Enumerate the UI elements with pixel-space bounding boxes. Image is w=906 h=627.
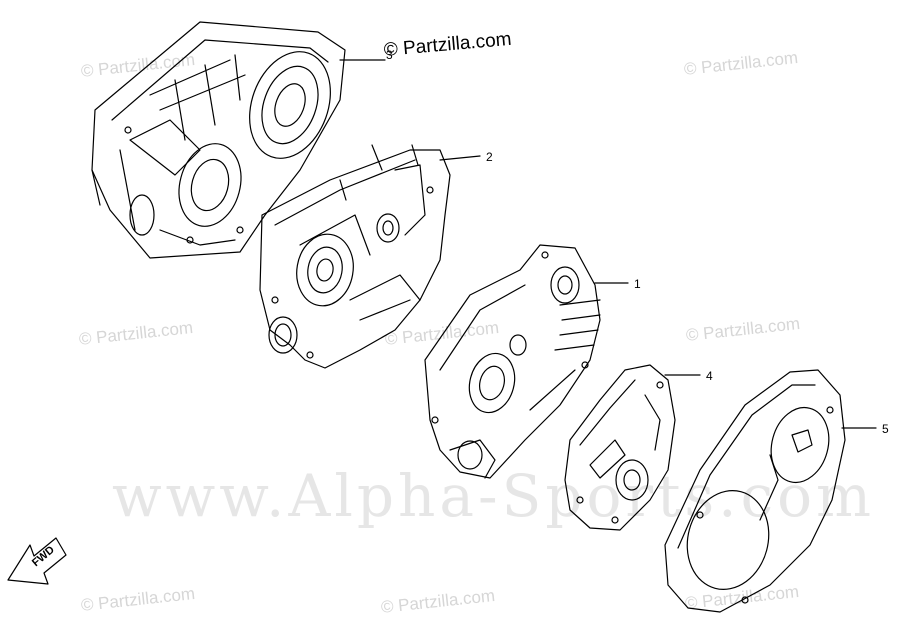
callout-5: 5 [882, 422, 889, 436]
part-3-crankcase-cover [91, 21, 386, 259]
part-1-crankcase-half [424, 244, 629, 479]
part-5-belt-cover [664, 369, 877, 613]
part-2-crankcase-half [259, 144, 481, 369]
callout-4: 4 [706, 369, 713, 383]
callout-2: 2 [486, 150, 493, 164]
part-4-side-cover [564, 364, 701, 531]
callout-1: 1 [634, 277, 641, 291]
forward-arrow-icon [7, 537, 67, 585]
callout-3: 3 [386, 48, 393, 62]
watermark-alpha-sports: www.Alpha-Sports.com [112, 462, 876, 530]
